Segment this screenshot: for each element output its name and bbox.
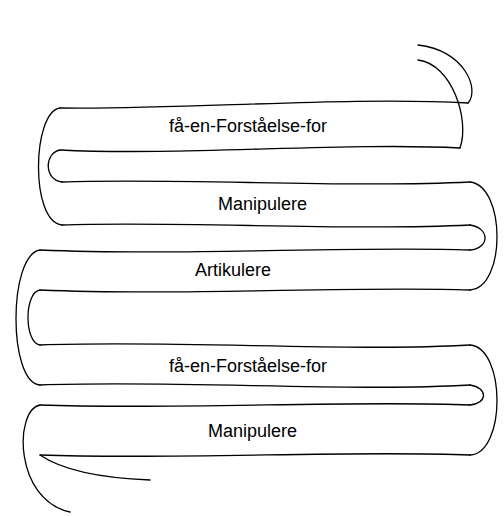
ribbon-band: få-en-Forståelse-for <box>169 355 332 377</box>
ribbon-band: Manipulere <box>208 420 302 442</box>
band-label: få-en-Forståelse-for <box>169 115 332 137</box>
ribbon-band: Artikulere <box>195 259 276 281</box>
band-label: Manipulere <box>218 193 312 215</box>
band-label: få-en-Forståelse-for <box>169 355 332 377</box>
band-label: Artikulere <box>195 259 276 281</box>
ribbon-band: Manipulere <box>218 193 312 215</box>
ribbon-band: få-en-Forståelse-for <box>169 115 332 137</box>
band-label: Manipulere <box>208 420 302 442</box>
